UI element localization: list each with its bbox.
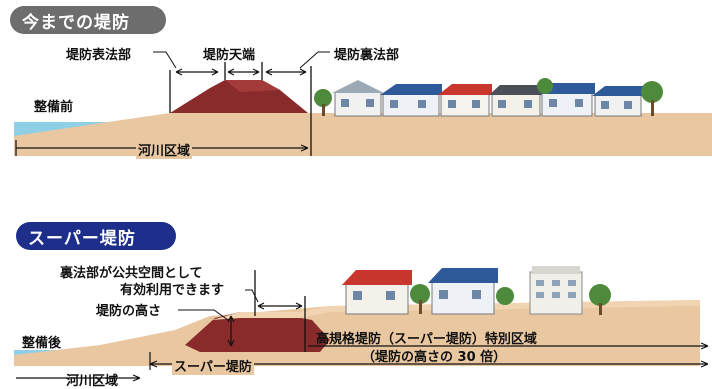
top-leader-front <box>153 51 177 69</box>
top-section-title: 今までの堤防 <box>10 6 166 34</box>
bottom-leader-back-use <box>245 289 259 303</box>
bottom-super-arrow <box>149 360 709 368</box>
top-houses <box>314 78 663 117</box>
bottom-houses <box>342 266 611 315</box>
top-back-slope-label: 堤防裏法部 <box>334 48 400 63</box>
bottom-river-area-arrow <box>16 374 141 382</box>
top-back-arrow <box>265 68 307 76</box>
top-levee-shade <box>225 80 280 92</box>
bottom-leader-height <box>178 309 229 321</box>
top-crown-label: 堤防天端 <box>203 48 256 63</box>
bottom-height-arrow <box>227 315 235 347</box>
bottom-back-arrow <box>257 302 303 310</box>
bottom-back-use-label-1: 裏法部が公共空間として <box>60 266 203 281</box>
bottom-after-label: 整備後 <box>22 336 62 351</box>
bottom-levee <box>185 312 330 352</box>
top-before-label: 整備前 <box>34 100 74 115</box>
top-leader-back <box>299 51 330 69</box>
bottom-height-label: 堤防の高さ <box>96 304 162 319</box>
top-crown-arrow <box>227 68 260 76</box>
top-front-arrow <box>175 68 219 76</box>
top-ground <box>14 113 712 156</box>
bottom-river-area-label: 河川区域 <box>66 374 119 389</box>
bottom-special-area-note: （堤防の高さの 30 倍） <box>362 350 507 365</box>
top-river-area-label: 河川区域 <box>136 140 193 159</box>
top-front-slope-label: 堤防表法部 <box>66 48 132 63</box>
bottom-special-area-label: 高規格堤防（スーパー堤防）特別区域 <box>316 332 537 347</box>
bottom-title-text: スーパー堤防 <box>28 228 136 249</box>
bottom-special-arrow <box>308 342 709 350</box>
bottom-back-use-label-2: 有効利用できます <box>120 283 225 298</box>
bottom-ground <box>14 300 700 366</box>
bottom-section-title: スーパー堤防 <box>16 222 176 250</box>
bottom-super-levee-label: スーパー堤防 <box>172 356 254 375</box>
top-title-text: 今までの堤防 <box>22 12 130 33</box>
